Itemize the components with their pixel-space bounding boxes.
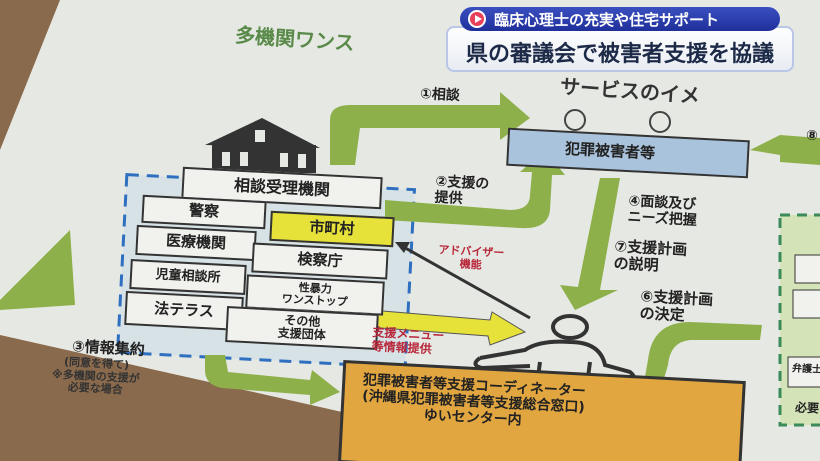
arrow-interview bbox=[560, 178, 620, 310]
victims-box bbox=[506, 127, 750, 179]
advisor-label: アドバイザー 機能 bbox=[438, 243, 505, 272]
arrow-consult bbox=[330, 92, 530, 165]
step1-label: ①相談 bbox=[419, 85, 461, 105]
right-panel-note: 必要 bbox=[794, 400, 820, 416]
person-icon bbox=[564, 109, 586, 131]
right-panel bbox=[778, 213, 820, 427]
agency-child-consultation: 児童相談所 bbox=[129, 258, 247, 296]
step6-label: ⑥支援計画 の決定 bbox=[639, 287, 714, 325]
arrow-step8 bbox=[750, 135, 820, 165]
subtitle-caption: 臨床心理士の充実や住宅サポート bbox=[460, 7, 780, 31]
step7-label: ⑦支援計画 の説明 bbox=[613, 237, 688, 275]
arrow-support-menu bbox=[367, 309, 527, 346]
right-panel-item: 弁護士 bbox=[791, 363, 820, 376]
arrow-provide bbox=[385, 150, 565, 229]
green-arrow-left bbox=[0, 230, 75, 310]
step3-note: (同意を得て) ※多機関の支援が 必要な場合 bbox=[51, 355, 141, 397]
step8-label: ⑧ bbox=[805, 127, 819, 145]
coordinator-box bbox=[337, 360, 746, 461]
agency-municipality: 市町村 bbox=[269, 210, 395, 248]
headline-caption: 県の審議会で被害者支援を協議 bbox=[446, 26, 794, 72]
building-icon bbox=[205, 118, 320, 173]
play-icon bbox=[468, 10, 486, 28]
arrow-info-aggregate bbox=[205, 355, 340, 405]
step4-label: ④面談及び ニーズ把握 bbox=[627, 193, 698, 229]
arrow-advisor bbox=[399, 243, 531, 320]
support-menu-label: 支援メニュー 等情報提供 bbox=[371, 325, 445, 357]
person-icon bbox=[649, 111, 671, 133]
step2-label: ②支援の 提供 bbox=[434, 173, 490, 208]
subtitle-text: 臨床心理士の充実や住宅サポート bbox=[494, 10, 720, 29]
agency-medical: 医療機関 bbox=[135, 224, 257, 262]
